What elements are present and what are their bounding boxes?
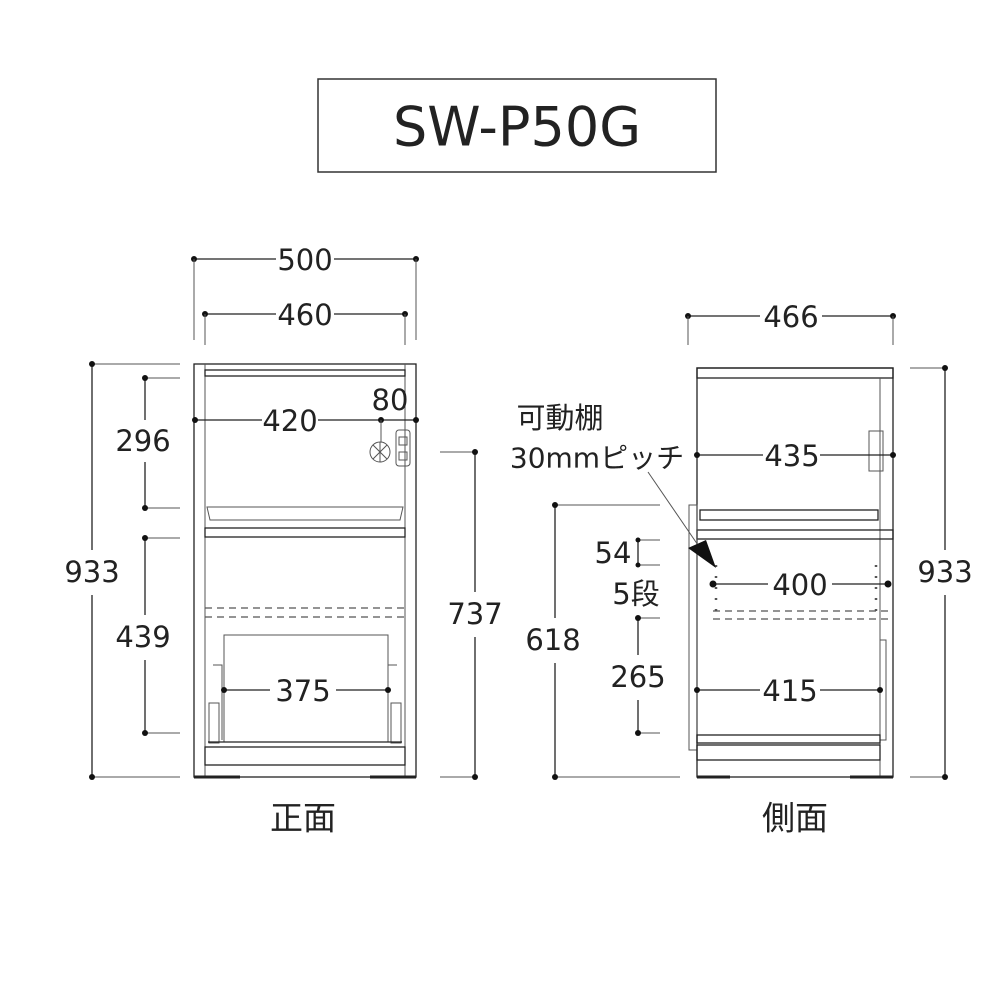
dim-415: 415 <box>762 674 817 708</box>
dim-296: 296 <box>115 424 170 458</box>
dim-54: 54 <box>595 536 632 570</box>
title-box <box>317 78 717 173</box>
dim-375: 375 <box>275 674 330 708</box>
dim-933-front: 933 <box>64 555 119 589</box>
dim-5-steps: 5段 <box>612 577 659 611</box>
dim-737: 737 <box>447 597 502 631</box>
arrow-icon <box>688 540 716 568</box>
model-title: SW-P50G <box>393 96 641 159</box>
dim-933-side: 933 <box>917 555 972 589</box>
dim-265: 265 <box>610 660 665 694</box>
dim-500: 500 <box>277 243 332 277</box>
dim-460: 460 <box>277 298 332 332</box>
dim-439: 439 <box>115 620 170 654</box>
front-dimensions: 500 460 420 80 375 933 296 439 737 <box>64 243 503 780</box>
dim-466: 466 <box>763 300 818 334</box>
dim-435: 435 <box>764 439 819 473</box>
switch-icon <box>395 429 411 467</box>
pitch-note: 30mmピッチ <box>510 442 684 475</box>
adjustable-shelf-note: 可動棚 <box>516 401 603 435</box>
dim-80: 80 <box>372 383 409 417</box>
side-dimensions: 466 435 400 415 933 618 54 5段 265 <box>525 300 973 780</box>
front-view-label: 正面 <box>270 799 336 838</box>
dim-618: 618 <box>525 623 580 657</box>
dim-400: 400 <box>772 568 827 602</box>
side-view-label: 側面 <box>762 799 828 838</box>
dim-420: 420 <box>262 404 317 438</box>
side-view <box>688 367 894 779</box>
handle <box>868 430 884 472</box>
